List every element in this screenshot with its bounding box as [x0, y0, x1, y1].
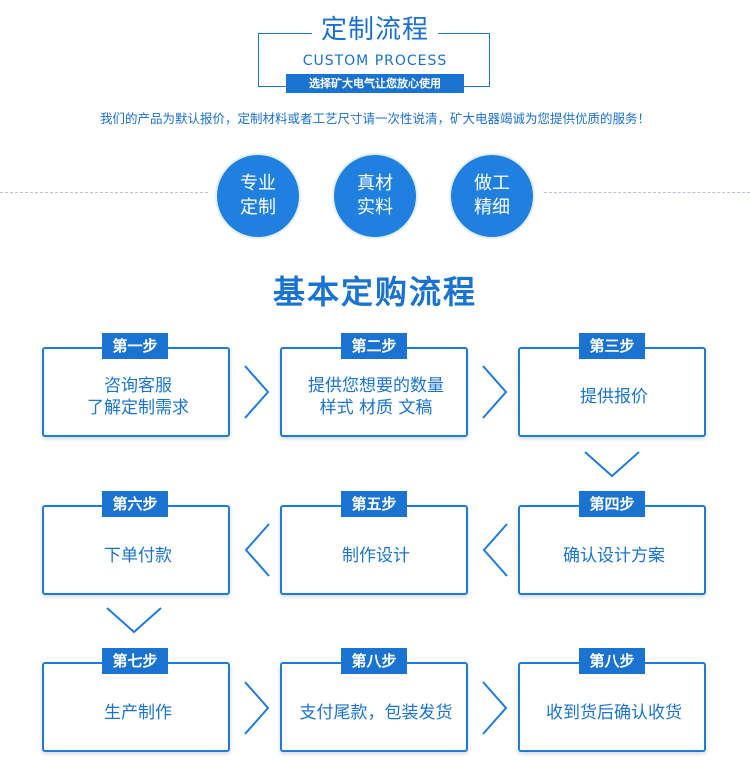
- arrow-left-icon: [244, 523, 270, 577]
- feature-circle-1: 专业 定制: [217, 155, 299, 237]
- step-text: 提供报价: [580, 387, 648, 407]
- step-tag-7: 第七步: [102, 648, 168, 674]
- step-text: 了解定制需求: [87, 398, 189, 418]
- step-tag-4: 第四步: [579, 491, 645, 517]
- page-subtitle: CUSTOM PROCESS: [302, 53, 448, 69]
- feature-line: 专业: [240, 173, 276, 194]
- step-box-9: 收到货后确认收货: [518, 662, 706, 752]
- feature-line: 真材: [357, 173, 393, 194]
- step-tag-5: 第五步: [341, 491, 407, 517]
- feature-line: 做工: [474, 173, 510, 194]
- feature-line: 定制: [240, 197, 276, 218]
- step-text: 提供您想要的数量: [308, 376, 444, 396]
- step-box-7: 生产制作: [42, 662, 230, 752]
- feature-circle-2: 真材 实料: [334, 155, 416, 237]
- step-tag-2: 第二步: [341, 333, 407, 359]
- arrow-right-icon: [244, 681, 270, 735]
- divider-left: [0, 192, 208, 193]
- feature-line: 精细: [474, 197, 510, 218]
- step-text: 生产制作: [104, 703, 172, 723]
- step-text: 制作设计: [342, 546, 410, 566]
- step-text: 支付尾款，包装发货: [299, 703, 453, 723]
- step-tag-8: 第八步: [341, 648, 407, 674]
- step-box-2: 提供您想要的数量 样式 材质 文稿: [280, 347, 468, 437]
- arrow-right-icon: [482, 365, 508, 419]
- step-text: 确认设计方案: [563, 546, 665, 566]
- step-text: 收到货后确认收货: [546, 703, 682, 723]
- step-box-4: 确认设计方案: [518, 505, 706, 595]
- step-tag-3: 第三步: [579, 333, 645, 359]
- arrow-left-icon: [482, 523, 508, 577]
- step-box-3: 提供报价: [518, 347, 706, 437]
- arrow-down-icon: [584, 451, 640, 478]
- step-box-6: 下单付款: [42, 505, 230, 595]
- arrow-right-icon: [482, 681, 508, 735]
- notice-text: 我们的产品为默认报价，定制材料或者工艺尺寸请一次性说清，矿大电器竭诚为您提供优质…: [99, 111, 650, 126]
- step-box-5: 制作设计: [280, 505, 468, 595]
- feature-circle-3: 做工 精细: [451, 155, 533, 237]
- step-text: 样式 材质 文稿: [319, 398, 433, 418]
- header-tagline: 选择矿大电气让您放心使用: [286, 74, 464, 93]
- arrow-down-icon: [106, 607, 162, 634]
- step-text: 咨询客服: [104, 376, 172, 396]
- page-title: 定制流程: [320, 15, 429, 45]
- step-tag-9: 第八步: [579, 648, 645, 674]
- feature-line: 实料: [357, 197, 393, 218]
- step-box-8: 支付尾款，包装发货: [280, 662, 468, 752]
- arrow-right-icon: [244, 365, 270, 419]
- step-box-1: 咨询客服 了解定制需求: [42, 347, 230, 437]
- header-title-mask: [312, 12, 438, 48]
- step-tag-1: 第一步: [102, 333, 168, 359]
- step-text: 下单付款: [104, 546, 172, 566]
- step-tag-6: 第六步: [102, 491, 168, 517]
- divider-right: [544, 192, 750, 193]
- process-title: 基本定购流程: [272, 273, 477, 311]
